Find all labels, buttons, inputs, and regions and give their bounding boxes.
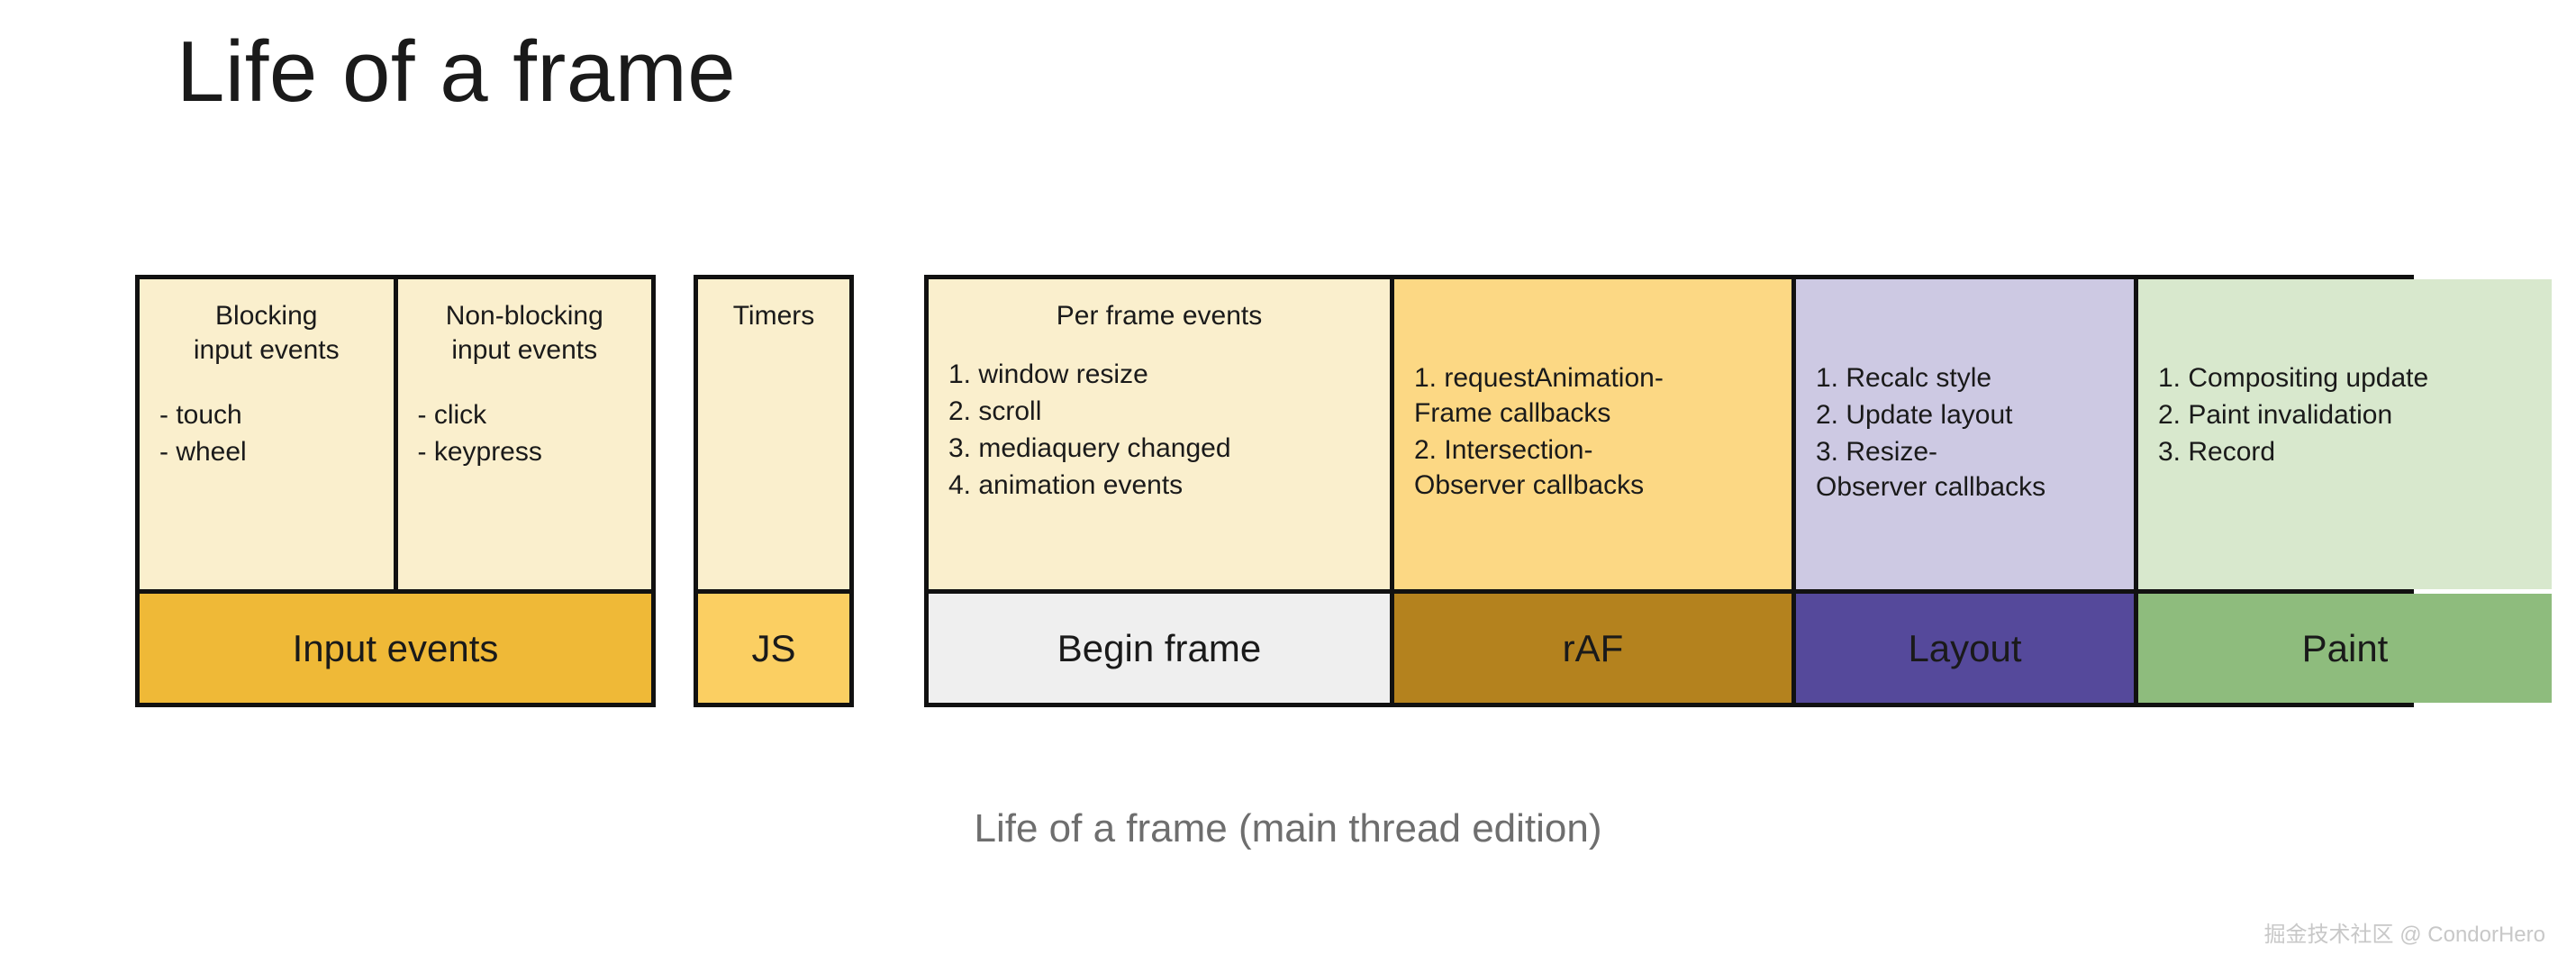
list-item: 1. Recalc style	[1816, 363, 1992, 393]
stage-begin-frame: Begin frame	[929, 594, 1390, 703]
list-item: 3. mediaquery changed	[948, 433, 1231, 464]
detail-list-per-frame-events: 1. window resize 2. scroll 3. mediaquery c…	[948, 357, 1370, 503]
detail-cell-raf-callbacks: 1. requestAnimation- Frame callbacks 2. I…	[1390, 279, 1791, 589]
page-title: Life of a frame	[177, 23, 737, 120]
detail-list-layout-steps: 1. Recalc style 2. Update layout 3. Resize…	[1816, 360, 2114, 505]
detail-heading-timers: Timers	[732, 301, 815, 331]
group-input-events-stages: Input events	[140, 589, 651, 703]
detail-list-paint-steps: 1. Compositing update 2. Paint invalidati…	[2158, 360, 2532, 469]
list-item: 3. Record	[2158, 437, 2276, 467]
group-timers-details: Timers	[698, 279, 849, 589]
detail-cell-blocking-input-events: Blocking input events - touch - wheel	[140, 279, 394, 589]
diagram-caption: Life of a frame (main thread edition)	[974, 806, 1602, 850]
list-item: - touch	[159, 399, 242, 430]
detail-list-raf-callbacks: 1. requestAnimation- Frame callbacks 2. I…	[1414, 360, 1772, 503]
detail-cell-timers: Timers	[698, 279, 849, 589]
list-item: - keypress	[417, 436, 542, 467]
group-frame-pipeline: Per frame events 1. window resize 2. scrol…	[924, 275, 2552, 707]
detail-cell-paint-steps: 1. Compositing update 2. Paint invalidati…	[2134, 279, 2552, 589]
list-item: 2. scroll	[948, 396, 1042, 427]
stage-layout: Layout	[1791, 594, 2134, 703]
watermark: 掘金技术社区 @ CondorHero	[2263, 923, 2545, 947]
detail-list-non-blocking-input-events: - click - keypress	[418, 397, 632, 469]
detail-cell-layout-steps: 1. Recalc style 2. Update layout 3. Resize…	[1791, 279, 2134, 589]
detail-list-blocking-input-events: - touch - wheel	[159, 397, 374, 469]
life-of-a-frame-diagram: Blocking input events - touch - wheel Non-b…	[135, 275, 2552, 707]
group-frame-pipeline-details: Per frame events 1. window resize 2. scrol…	[929, 279, 2552, 589]
detail-heading-blocking-input-events: Blocking input events	[193, 301, 340, 366]
stage-input-events: Input events	[140, 594, 651, 703]
detail-heading-per-frame-events: Per frame events	[1056, 301, 1263, 331]
list-item: 2. Intersection- Observer callbacks	[1414, 435, 1645, 500]
detail-heading-non-blocking-input-events: Non-blocking input events	[445, 301, 603, 366]
list-item: 4. animation events	[948, 470, 1184, 501]
stage-paint: Paint	[2134, 594, 2552, 703]
stage-raf: rAF	[1390, 594, 1791, 703]
group-timers-stages: JS	[698, 589, 849, 703]
list-item: 1. Compositing update	[2158, 363, 2429, 393]
group-input-events-details: Blocking input events - touch - wheel Non-b…	[140, 279, 651, 589]
list-item: 2. Update layout	[1816, 400, 2013, 430]
detail-cell-per-frame-events: Per frame events 1. window resize 2. scrol…	[929, 279, 1390, 589]
group-input-events: Blocking input events - touch - wheel Non-b…	[135, 275, 656, 707]
list-item: - wheel	[159, 436, 247, 467]
list-item: - click	[417, 399, 487, 430]
list-item: 1. requestAnimation- Frame callbacks	[1414, 363, 1664, 428]
stage-js: JS	[698, 594, 849, 703]
list-item: 2. Paint invalidation	[2158, 400, 2393, 430]
list-item: 1. window resize	[948, 359, 1148, 390]
detail-cell-non-blocking-input-events: Non-blocking input events - click - keypre…	[393, 279, 651, 589]
list-item: 3. Resize- Observer callbacks	[1816, 437, 2046, 502]
